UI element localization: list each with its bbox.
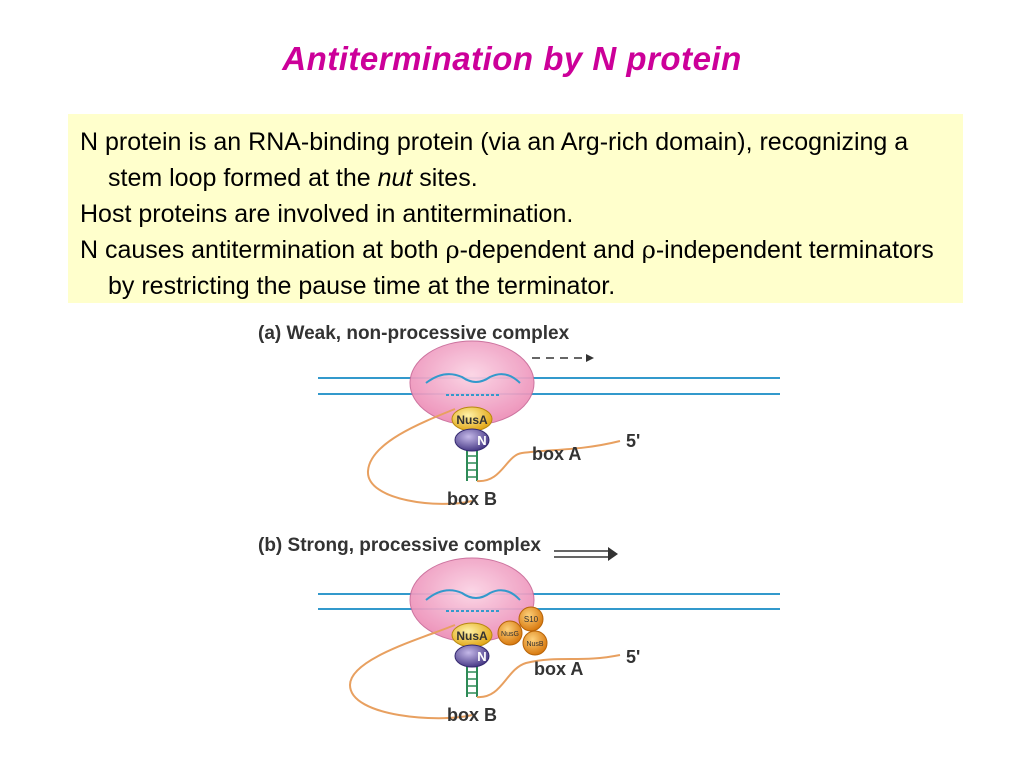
antitermination-figure: (a) Weak, non-processive complex	[258, 323, 780, 725]
nut-term: nut	[377, 164, 413, 192]
text-box: N protein is an RNA-binding protein (via…	[68, 114, 963, 303]
box-b-label: box B	[447, 705, 497, 725]
box-a-label: box A	[534, 659, 583, 679]
panel-b-heading: (b) Strong, processive complex	[258, 535, 541, 556]
s10-label: S10	[524, 615, 539, 624]
n-label: N	[477, 433, 486, 448]
n-protein	[454, 428, 490, 452]
paragraph-1-part-a: N protein is an RNA-binding protein (via…	[80, 128, 909, 192]
nusb-protein	[522, 630, 548, 656]
box-a-label: box A	[532, 444, 581, 464]
panel-a: (a) Weak, non-processive complex	[258, 323, 780, 509]
n-label: N	[477, 649, 486, 664]
five-prime-label: 5'	[626, 647, 640, 667]
slide-title: Antitermination by N protein	[282, 40, 742, 77]
paragraph-antitermination: N causes antitermination at both ρ-depen…	[80, 232, 955, 304]
paragraph-3-part-c: -independent terminators by restricting …	[108, 236, 934, 300]
n-protein	[454, 644, 490, 668]
paragraph-host-proteins: Host proteins are involved in antitermin…	[80, 200, 574, 228]
paragraph-1-part-b: sites.	[412, 164, 478, 192]
paragraph-3-part-a: N causes antitermination at both	[80, 236, 446, 264]
nusa-label: NusA	[456, 629, 488, 643]
paragraph-n-protein: N protein is an RNA-binding protein (via…	[80, 124, 955, 196]
nusb-label: NusB	[526, 641, 543, 648]
rna-transcript	[366, 408, 473, 505]
panel-a-heading: (a) Weak, non-processive complex	[258, 323, 570, 344]
weak-movement-arrow	[532, 354, 594, 362]
rna-5prime-tail	[476, 654, 621, 699]
rho-symbol: ρ	[641, 236, 656, 264]
paragraph-3-part-b: -dependent and	[459, 236, 642, 264]
nusg-protein	[497, 620, 523, 646]
box-b-label: box B	[447, 489, 497, 509]
nusg-label: NusG	[501, 631, 519, 638]
nusa-label: NusA	[456, 413, 488, 427]
transcription-bubble	[425, 589, 521, 601]
rho-symbol: ρ	[445, 236, 460, 264]
rna-transcript	[348, 624, 473, 720]
panel-b: (b) Strong, processive complex	[258, 535, 780, 725]
strong-movement-arrow	[554, 547, 618, 561]
transcription-bubble	[425, 373, 521, 384]
s10-protein	[518, 606, 544, 632]
five-prime-label: 5'	[626, 431, 640, 451]
rna-5prime-tail	[476, 440, 621, 483]
